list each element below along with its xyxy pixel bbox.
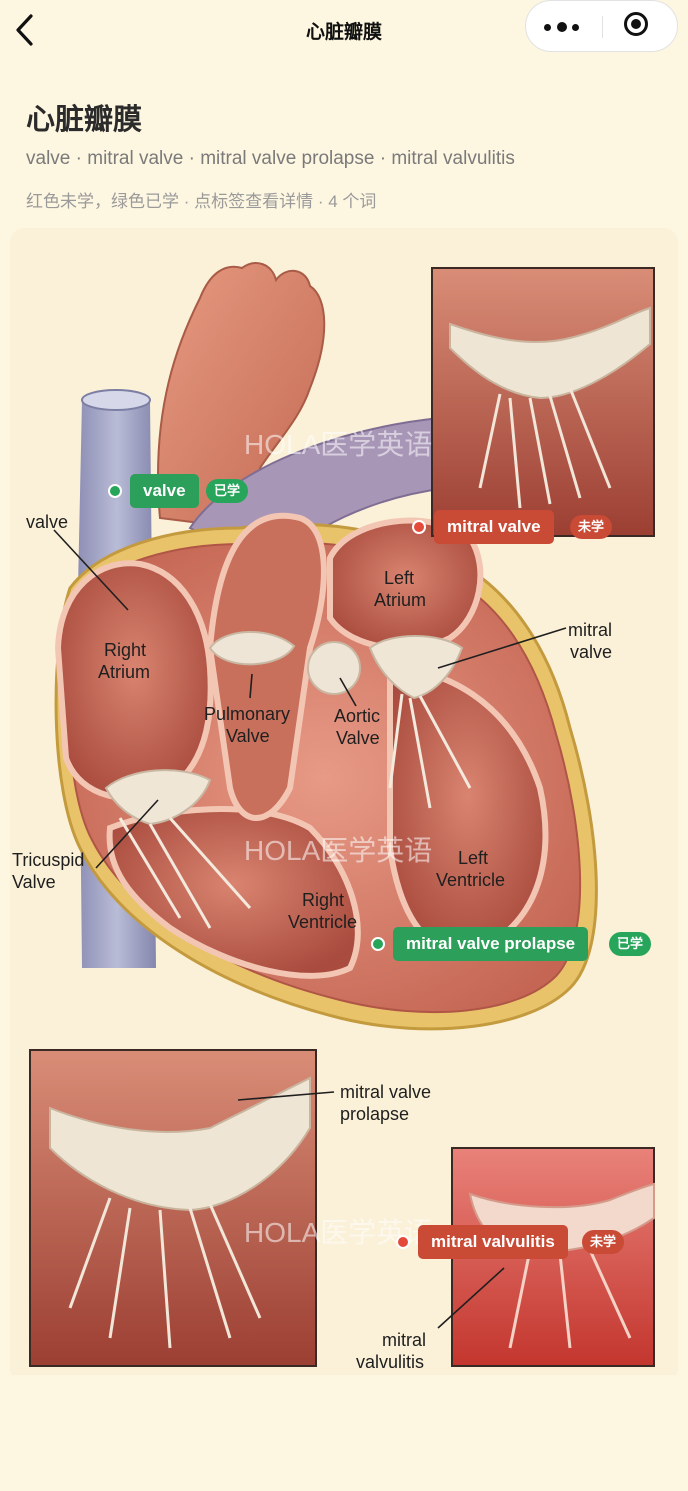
more-button[interactable] — [526, 1, 602, 53]
chevron-left-icon — [16, 14, 33, 46]
fig-label-right-ventricle-1: Right — [302, 890, 344, 910]
tag-point — [371, 937, 385, 951]
close-button[interactable] — [603, 1, 678, 53]
fig-label-valvulitis-1: mitral — [382, 1330, 426, 1350]
page-title: 心脏瓣膜 — [26, 104, 143, 136]
capsule-divider — [602, 16, 603, 38]
nav-bar: 心脏瓣膜 — [0, 0, 688, 62]
fig-label-right-atrium-1: Right — [104, 640, 146, 660]
tag-mitral-valvulitis[interactable]: mitral valvulitis 未学 — [394, 1225, 630, 1259]
fig-label-left-ventricle-1: Left — [458, 848, 488, 868]
tag-point — [412, 520, 426, 534]
heart-valve-illustration: valve Right Atrium Pulmonary Valve Aorti… — [12, 262, 655, 1372]
tag-label: mitral valve prolapse — [393, 927, 589, 961]
heart-illustration-card: valve Right Atrium Pulmonary Valve Aorti… — [10, 228, 678, 1382]
fig-label-valvulitis-2: valvulitis — [356, 1352, 424, 1372]
tag-mitral-valve-prolapse[interactable]: mitral valve prolapse 已学 — [369, 927, 653, 961]
tag-point — [108, 484, 122, 498]
watermark-2: HOLA医学英语 — [244, 835, 432, 866]
tag-mitral-valve[interactable]: mitral valve 未学 — [410, 510, 620, 544]
fig-label-mitral-1: mitral — [568, 620, 612, 640]
fig-label-valve: valve — [26, 512, 68, 532]
fig-label-prolapse-2: prolapse — [340, 1104, 409, 1124]
fig-label-right-ventricle-2: Ventricle — [288, 912, 357, 932]
fig-label-tricuspid-2: Valve — [12, 872, 56, 892]
term-list: valve · mitral valve · mitral valve prol… — [26, 148, 515, 169]
fig-label-left-ventricle-2: Ventricle — [436, 870, 505, 890]
tag-status-badge: 已学 — [609, 932, 652, 956]
nav-title: 心脏瓣膜 — [305, 22, 382, 43]
tag-label: valve — [130, 474, 199, 508]
fig-label-aortic-1: Aortic — [334, 706, 380, 726]
fig-label-mitral-2: valve — [570, 642, 612, 662]
tag-status-badge: 已学 — [206, 479, 249, 503]
watermark-1: HOLA医学英语 — [244, 429, 432, 460]
fig-label-pulmonary-1: Pulmonary — [204, 704, 290, 724]
tag-label: mitral valvulitis — [418, 1225, 568, 1259]
legend-hint: 红色未学，绿色已学 · 点标签查看详情 · 4 个词 — [26, 192, 377, 211]
tag-label: mitral valve — [434, 510, 554, 544]
fig-label-aortic-2: Valve — [336, 728, 380, 748]
tag-status-badge: 未学 — [570, 515, 613, 539]
fig-label-pulmonary-2: Valve — [226, 726, 270, 746]
fig-label-tricuspid-1: Tricuspid — [12, 850, 84, 870]
fig-label-left-atrium-1: Left — [384, 568, 414, 588]
fig-label-prolapse-1: mitral valve — [340, 1082, 431, 1102]
fig-label-right-atrium-2: Atrium — [98, 662, 150, 682]
back-button[interactable] — [12, 12, 40, 48]
tag-status-badge: 未学 — [582, 1230, 625, 1254]
card-bottom-gap — [0, 1375, 688, 1383]
tag-point — [396, 1235, 410, 1249]
fig-label-left-atrium-2: Atrium — [374, 590, 426, 610]
mini-program-capsule — [525, 0, 678, 52]
tag-valve[interactable]: valve 已学 — [106, 474, 256, 508]
